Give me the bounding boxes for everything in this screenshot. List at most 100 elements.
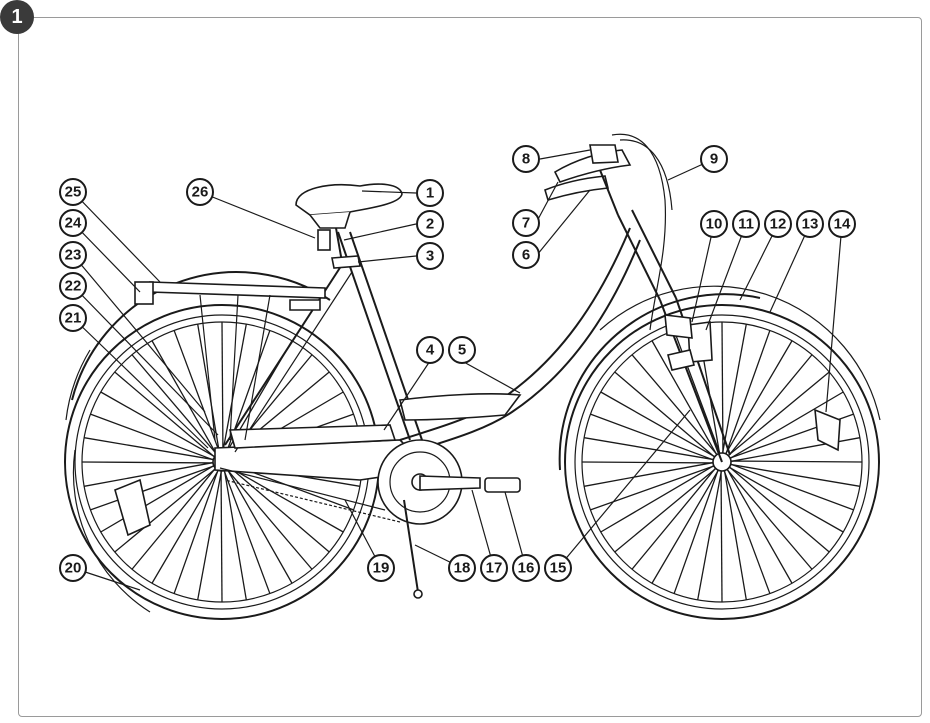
spoke: [729, 463, 854, 511]
svg-text:23: 23: [65, 247, 82, 264]
spoke: [197, 469, 223, 600]
svg-text:4: 4: [426, 342, 435, 359]
svg-text:12: 12: [770, 216, 787, 233]
kickstand: [403, 499, 423, 599]
spoke: [723, 469, 747, 600]
spoke: [614, 467, 717, 553]
spoke: [651, 469, 720, 584]
callout-2: 2: [416, 210, 444, 238]
spoke: [114, 371, 216, 459]
callout-24: 24: [59, 209, 87, 237]
spoke: [221, 324, 247, 455]
callout-3: 3: [416, 242, 444, 270]
callout-1: 1: [416, 179, 444, 207]
svg-text:20: 20: [65, 560, 82, 577]
spoke: [90, 465, 216, 511]
rear-rack: [134, 281, 326, 441]
spoke: [584, 461, 715, 487]
spoke: [220, 469, 223, 603]
svg-text:21: 21: [65, 310, 82, 327]
svg-text:26: 26: [192, 184, 209, 201]
spoke: [151, 340, 218, 456]
spoke: [221, 321, 224, 455]
svg-text:24: 24: [65, 215, 82, 232]
spoke: [228, 466, 344, 533]
spoke: [223, 469, 247, 600]
spoke: [173, 468, 219, 594]
spoke: [729, 437, 860, 463]
spoke: [720, 469, 723, 603]
callout-4: 4: [416, 336, 444, 364]
spoke: [100, 391, 216, 458]
callout-20: 20: [59, 554, 87, 582]
front-mudguard: [558, 293, 761, 471]
spoke: [600, 391, 716, 458]
callout-13: 13: [796, 210, 824, 238]
callout-7: 7: [512, 209, 540, 237]
spoke: [631, 467, 717, 570]
callout-11: 11: [732, 210, 760, 238]
spoke: [131, 354, 219, 456]
spoke: [600, 464, 715, 533]
svg-text:2: 2: [426, 216, 434, 233]
spoke: [90, 413, 215, 461]
callout-10: 10: [700, 210, 728, 238]
figure-frame: [18, 17, 922, 717]
callout-17: 17: [480, 554, 508, 582]
spoke: [173, 330, 221, 455]
svg-text:15: 15: [550, 560, 567, 577]
bicycle-frame: [214, 209, 731, 481]
svg-text:16: 16: [518, 560, 535, 577]
svg-text:9: 9: [710, 151, 718, 168]
spoke: [114, 467, 217, 553]
spoke: [226, 468, 293, 584]
svg-text:10: 10: [706, 216, 723, 233]
svg-text:6: 6: [522, 247, 530, 264]
spoke: [100, 464, 215, 533]
spoke: [590, 465, 716, 511]
spoke: [225, 468, 313, 570]
spoke: [614, 371, 716, 459]
spoke: [673, 468, 719, 594]
callout-15: 15: [544, 554, 572, 582]
svg-text:5: 5: [458, 342, 466, 359]
spoke: [581, 461, 715, 464]
spoke: [151, 469, 220, 584]
rear-spoke-reflector: [114, 478, 151, 537]
spoke-reflector: [814, 408, 841, 452]
figure-number-badge: 1: [0, 0, 34, 34]
callout-21: 21: [59, 304, 87, 332]
saddle: [295, 183, 403, 269]
front-light: [664, 314, 713, 371]
spoke: [727, 354, 813, 457]
callout-18: 18: [448, 554, 476, 582]
svg-text:17: 17: [486, 560, 503, 577]
spoke: [631, 354, 719, 456]
spoke: [724, 340, 793, 455]
spoke: [729, 463, 860, 487]
spoke: [729, 391, 844, 460]
callout-12: 12: [764, 210, 792, 238]
callout-25: 25: [59, 178, 87, 206]
svg-text:11: 11: [738, 216, 754, 233]
spoke: [84, 437, 215, 461]
spoke: [723, 469, 771, 594]
callout-22: 22: [59, 272, 87, 300]
spoke: [727, 371, 830, 457]
callout-16: 16: [512, 554, 540, 582]
callout-8: 8: [512, 145, 540, 173]
callout-9: 9: [700, 145, 728, 173]
svg-text:14: 14: [834, 216, 851, 233]
svg-text:1: 1: [426, 185, 434, 202]
callout-26: 26: [186, 178, 214, 206]
spoke: [725, 330, 771, 456]
spoke: [728, 466, 844, 533]
spoke: [697, 469, 723, 600]
spoke: [223, 469, 271, 594]
svg-text:18: 18: [454, 560, 471, 577]
leader-lines: [72, 149, 843, 591]
svg-text:13: 13: [802, 216, 819, 233]
callout-5: 5: [448, 336, 476, 364]
svg-text:25: 25: [65, 184, 82, 201]
